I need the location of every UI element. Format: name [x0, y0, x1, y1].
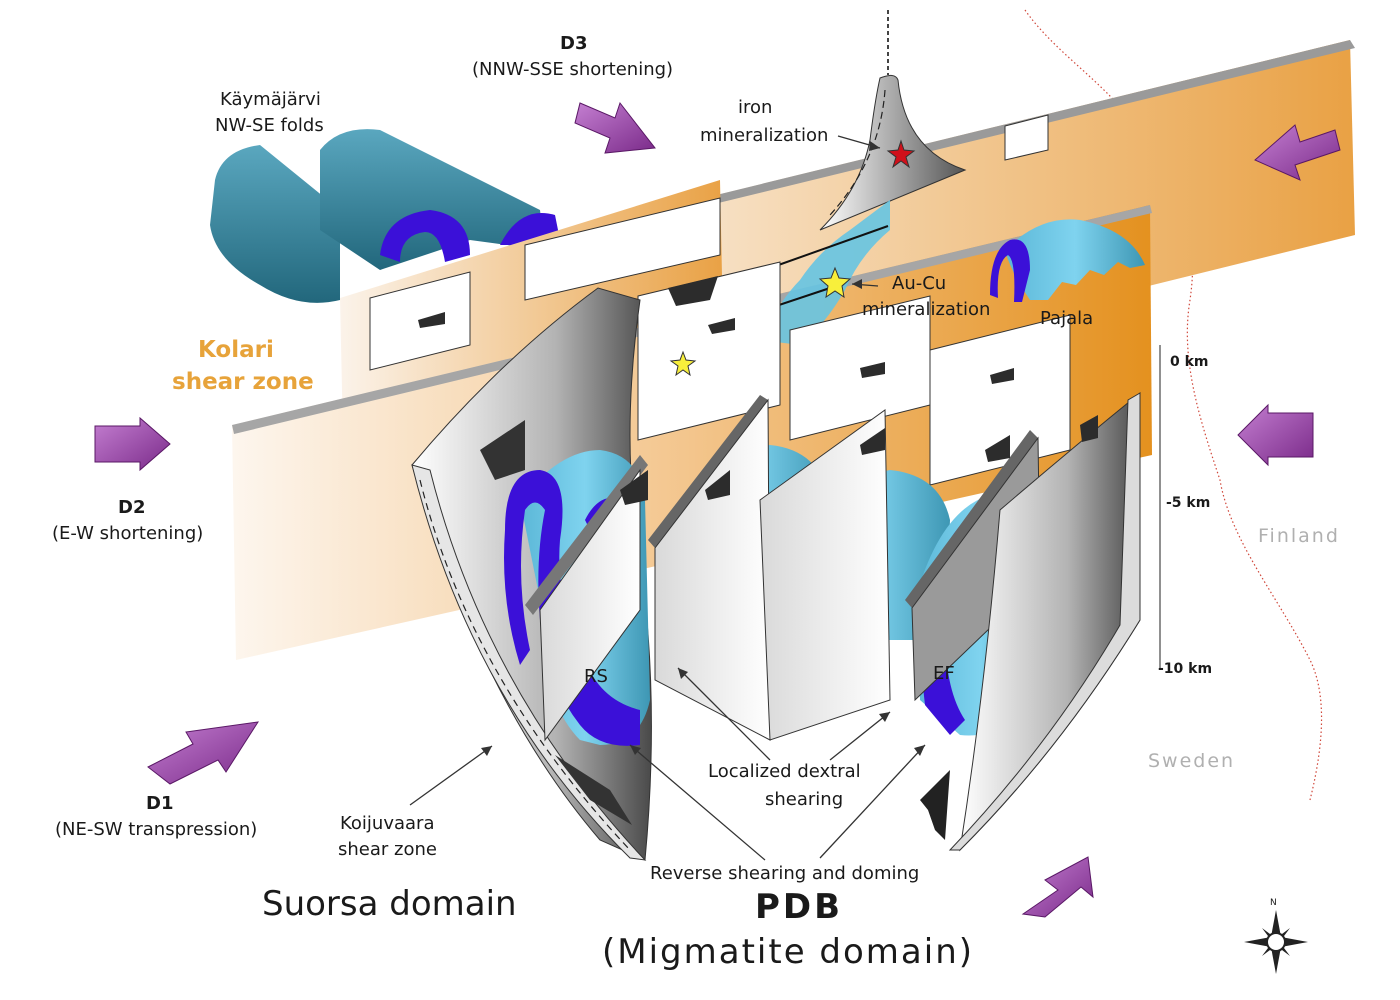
localized-sublabel: shearing — [765, 789, 844, 810]
pdb-label: PDB — [755, 887, 844, 927]
star-icon — [669, 266, 852, 377]
separator-panel-b — [539, 468, 641, 742]
d3-subtitle: (NNW-SSE shortening) — [472, 59, 674, 80]
country-border — [1024, 9, 1323, 801]
scale-10km: -10 km — [1158, 661, 1213, 677]
pdb-sublabel: (Migmatite domain) — [602, 932, 975, 972]
reverse-label: Reverse shearing and doming — [650, 863, 920, 884]
iron-label: iron — [738, 97, 773, 118]
panel-slip-markers — [620, 415, 1098, 505]
koijuvaara-sublabel: shear zone — [338, 839, 437, 860]
kaymajarvi-sublabel: NW-SE folds — [215, 115, 324, 136]
d1-title: D1 — [146, 793, 174, 814]
kolari-label: Kolari — [198, 337, 274, 363]
slip-sense-arrows — [418, 276, 1014, 384]
right-grey-panel — [920, 391, 1141, 852]
pajala-label: Pajala — [1040, 308, 1094, 329]
separator-panel-e — [759, 409, 891, 741]
localized-label: Localized dextral — [708, 761, 861, 782]
separator-panel-c — [648, 395, 768, 548]
upper-plane-edge — [520, 40, 1355, 250]
iron-sublabel: mineralization — [700, 125, 829, 146]
d3-title: D3 — [560, 33, 588, 54]
shortening-arrow-icon — [94, 101, 1341, 918]
finland-label: Finland — [1258, 525, 1340, 547]
pajala-fold — [990, 219, 1145, 302]
aucu-label: Au-Cu — [892, 273, 947, 294]
kolari-sublabel: shear zone — [172, 369, 314, 395]
suorsa-domain-label: Suorsa domain — [262, 884, 517, 924]
d2-title: D2 — [118, 497, 146, 518]
d1-subtitle: (NE-SW transpression) — [55, 819, 258, 840]
aucu-sublabel: mineralization — [862, 299, 991, 320]
leader-arrowheads — [481, 141, 925, 756]
d2-subtitle: (E-W shortening) — [52, 523, 204, 544]
compass-rose-icon — [1244, 910, 1308, 974]
sweden-label: Sweden — [1148, 750, 1236, 772]
iron-star-icon — [886, 139, 916, 169]
scale-0km: 0 km — [1170, 354, 1209, 370]
koijuvaara-label: Koijuvaara — [340, 813, 435, 834]
scale-5km: -5 km — [1166, 495, 1211, 511]
separator-panel-f — [905, 430, 1038, 608]
rs-label: RS — [584, 666, 608, 687]
separator-panel-a — [525, 455, 648, 615]
north-label: N — [1270, 898, 1277, 908]
ef-label: EF — [933, 663, 955, 684]
kaymajarvi-label: Käymäjärvi — [220, 89, 321, 110]
leader-lines — [409, 135, 926, 861]
